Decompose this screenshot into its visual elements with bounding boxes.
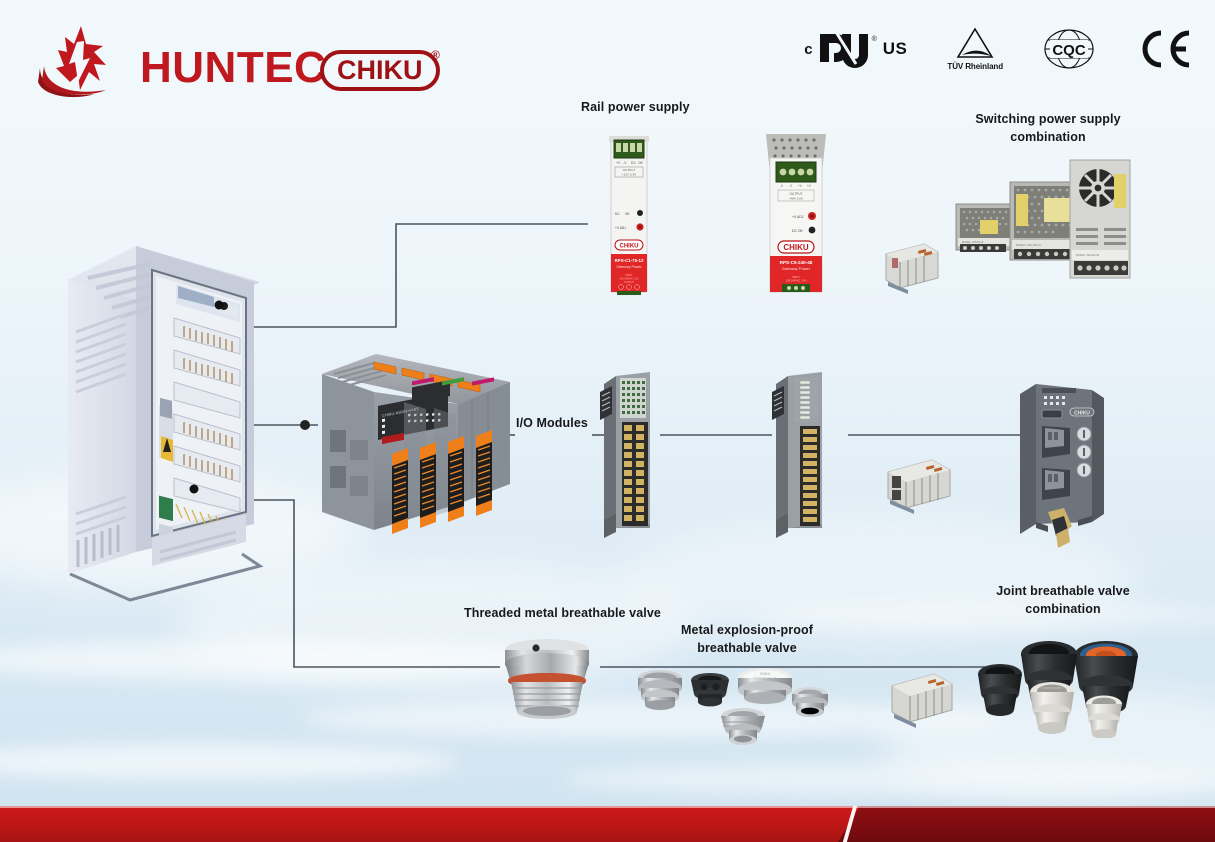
brand-name: HUNTEC [140, 43, 327, 92]
huntec-flame-logo-icon [38, 26, 106, 98]
tuv-triangle-icon [956, 27, 994, 58]
svg-text:CQC: CQC [1052, 42, 1086, 59]
svg-text:DC OK: DC OK [792, 229, 803, 233]
din-rail-terminal-block [887, 459, 951, 514]
switching-psu-large: MODEL: SE-600-48 [1069, 159, 1131, 279]
svg-text:OUTPUT: OUTPUT [623, 168, 636, 172]
breathable-valve-b-black [691, 673, 729, 707]
breathable-valve-d [721, 708, 765, 745]
svg-text:OK: OK [638, 161, 644, 165]
terminal-connector [392, 448, 408, 534]
cul-us-certification-icon: c ® US [804, 19, 907, 79]
svg-text:CHIKU: CHIKU [783, 243, 809, 252]
tuv-label: TÜV Rheinland [947, 62, 1003, 71]
industrial-ethernet-switch: CHIKU [1020, 384, 1104, 548]
joint-breathable-valve-cable-glands [978, 641, 1138, 738]
cable-gland-white-small [1086, 695, 1122, 738]
switching-power-supply-combination: MODEL: LRS-50-12 [955, 159, 1131, 279]
svg-text:-V: -V [623, 161, 627, 165]
svg-text:DC: DC [615, 212, 620, 216]
label-joint-breathable-valve: Joint breathable valve combination [996, 584, 1130, 616]
svg-text:+V: +V [807, 184, 812, 188]
switching-psu-medium: MODEL: LRS-150-24 [1009, 181, 1081, 261]
svg-text:INPUT: INPUT [792, 275, 800, 279]
din-rail-power-supply-large: -V -V +V +V OUTPUT +48V 5.0A +V ADJ DC OK CH… [766, 134, 826, 293]
svg-text:+V: +V [616, 161, 621, 165]
svg-text:MODEL: LRS-150-24: MODEL: LRS-150-24 [1016, 243, 1041, 247]
footer-bar [0, 806, 1215, 842]
svg-text:-V: -V [780, 184, 784, 188]
registered-mark: ® [431, 48, 440, 62]
svg-text:CHIKU: CHIKU [760, 672, 771, 676]
breathable-valve-a [638, 670, 682, 710]
brand-sub-name: CHIKU [320, 50, 440, 92]
label-threaded-metal-valve: Threaded metal breathable valve [464, 606, 661, 620]
svg-text:MODEL: SE-600-48: MODEL: SE-600-48 [1076, 253, 1100, 257]
cul-prefix: c [804, 40, 813, 58]
svg-text:CHIKU: CHIKU [620, 244, 639, 250]
ul-registered-mark: ® [871, 35, 877, 43]
svg-text:OUTPUT: OUTPUT [789, 192, 802, 196]
metal-explosion-proof-breathable-valves: CHIKU BREATHABLE [638, 668, 828, 745]
svg-text:100-240VAC 3.8A: 100-240VAC 3.8A [786, 279, 807, 283]
svg-text:+V ADJ: +V ADJ [615, 226, 626, 230]
terminal-connector [448, 436, 464, 522]
breathable-valve-c: CHIKU BREATHABLE [738, 668, 792, 704]
cable-gland-black-small [978, 664, 1022, 716]
svg-text:DC: DC [631, 161, 636, 165]
tuv-rheinland-certification-icon: TÜV Rheinland [947, 19, 1003, 79]
footer-right-band [838, 806, 1215, 842]
din-rail-terminal-block [891, 673, 953, 728]
svg-text:INPUT: INPUT [625, 274, 633, 277]
label-io-modules: I/O Modules [516, 416, 588, 430]
terminal-connector [476, 430, 492, 516]
cqc-certification-icon: CQC [1043, 19, 1095, 79]
cqc-globe-icon: CQC [1044, 29, 1094, 69]
terminal-connector [420, 442, 436, 528]
ce-mark-icon [1142, 30, 1190, 68]
label-switching-power-supply: Switching power supply combination [975, 112, 1121, 144]
svg-text:-V: -V [789, 184, 793, 188]
threaded-metal-breathable-valve [505, 639, 589, 719]
svg-text:Gateway Power: Gateway Power [616, 265, 642, 269]
io-module-analog [600, 372, 650, 538]
switching-psu-small: MODEL: LRS-50-12 [955, 203, 1015, 252]
svg-text:RPS-C5-240-48: RPS-C5-240-48 [780, 260, 813, 265]
brand-logo: HUNTEC CHIKU ® [34, 22, 454, 102]
breathable-valve-e [792, 687, 828, 717]
label-metal-explosion-proof-valve: Metal explosion-proof breathable valve [681, 623, 813, 655]
svg-text:100-240VAC 1.5A: 100-240VAC 1.5A [619, 278, 638, 281]
plc-controller-with-expansion-modules: CHIKU-K5904-H4BS [322, 354, 510, 534]
footer-top-highlight [0, 806, 1215, 808]
electrical-control-cabinet [68, 246, 264, 602]
io-module-digital [772, 372, 822, 538]
din-rail-terminal-block [885, 243, 939, 294]
ul-mark-icon [819, 31, 868, 68]
certification-marks: c ® US TÜV Rheinland CQC [804, 18, 1193, 80]
svg-text:+12V 6.3A: +12V 6.3A [622, 173, 636, 177]
svg-text:OUTPUT: OUTPUT [624, 281, 634, 284]
cable-gland-white-medium [1030, 682, 1074, 734]
cul-suffix: US [882, 39, 908, 58]
svg-text:MODEL: LRS-50-12: MODEL: LRS-50-12 [962, 241, 984, 244]
svg-text:+48V 5.0A: +48V 5.0A [789, 197, 803, 201]
ce-certification-icon [1135, 19, 1193, 79]
svg-text:CHIKU: CHIKU [1074, 411, 1090, 417]
svg-text:RPS-C1-75-12: RPS-C1-75-12 [615, 258, 644, 263]
label-rail-power-supply: Rail power supply [581, 100, 690, 114]
svg-text:+V: +V [798, 184, 803, 188]
svg-text:Gateway Power: Gateway Power [782, 266, 811, 271]
cable-gland-orange-seal [1074, 641, 1138, 714]
svg-text:+V ADJ: +V ADJ [792, 215, 804, 219]
svg-text:OK: OK [625, 212, 630, 216]
